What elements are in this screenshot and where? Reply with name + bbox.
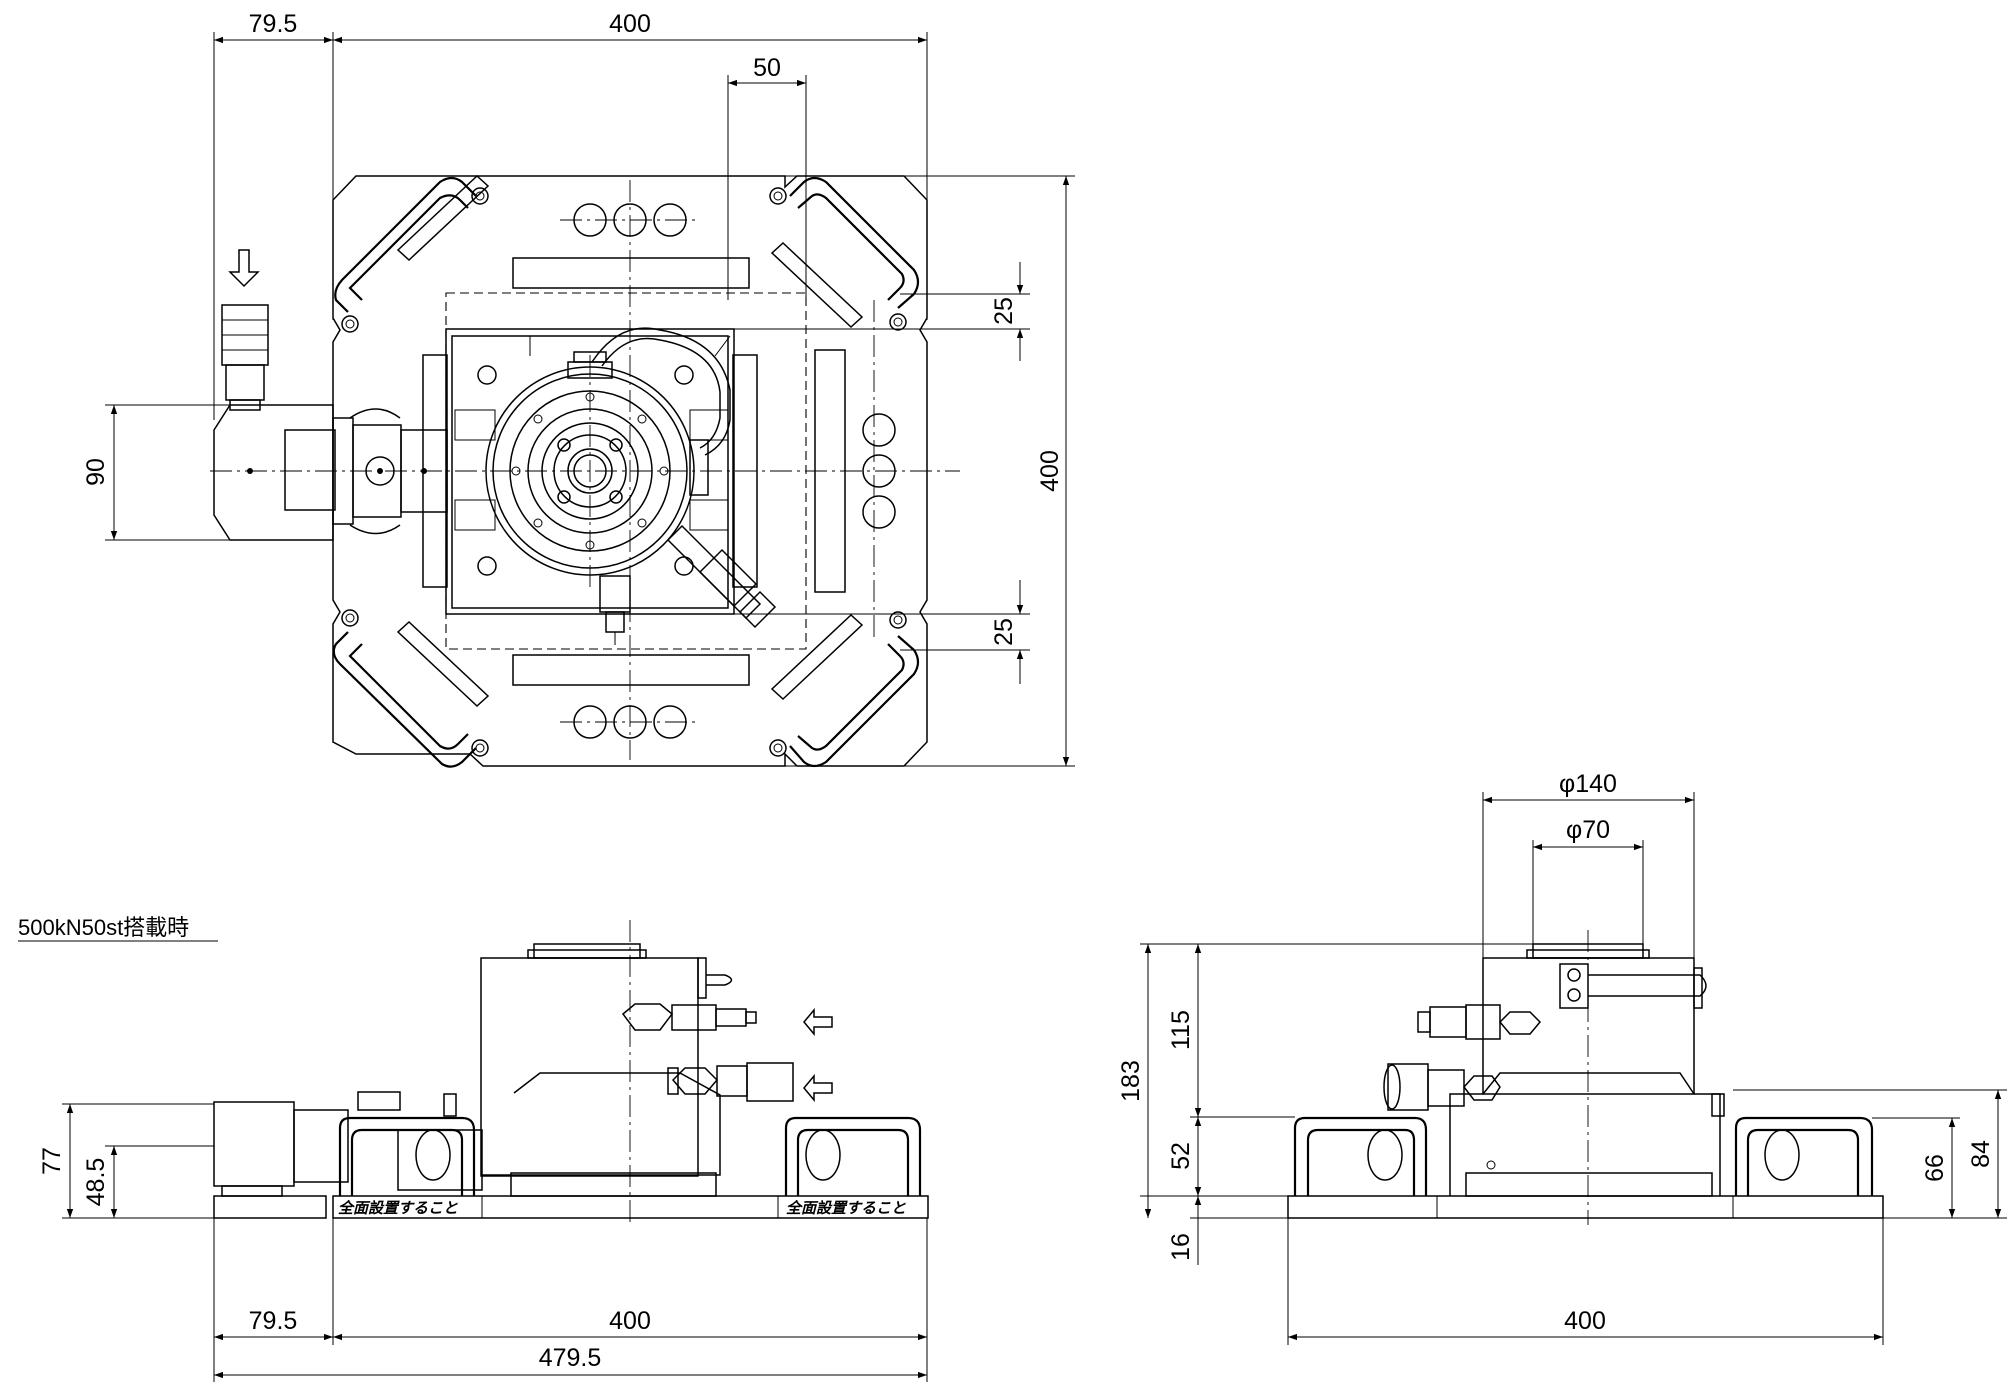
front-view: 全面設置すること 全面設置すること 77 48.5 79.5 400 479.5	[38, 920, 929, 1382]
front-handle-right	[784, 1116, 922, 1196]
flow-arrow-upper-icon	[803, 1007, 833, 1037]
side-dim-right-inner: 66	[1921, 1154, 1949, 1182]
side-dim-outer-dia: φ140	[1559, 770, 1617, 798]
side-dim-right-outer: 84	[1967, 1140, 1995, 1168]
front-dim-width: 400	[609, 1307, 651, 1335]
flow-arrow-down-icon	[228, 249, 260, 288]
side-coupler-upper	[1417, 1004, 1542, 1040]
front-coupler-lower	[667, 1062, 794, 1102]
handle-bottom-left	[332, 609, 489, 768]
bottom-hole-row	[560, 705, 700, 739]
left-coupler-vertical	[221, 304, 269, 411]
front-dim-offset: 79.5	[249, 1307, 298, 1335]
top-dim-slot: 50	[753, 54, 781, 82]
front-dim-port-height: 48.5	[82, 1158, 110, 1207]
side-dim-base: 52	[1167, 1142, 1195, 1170]
side-dim-inner-dia: φ70	[1566, 816, 1610, 844]
handle-top-left	[334, 176, 489, 333]
front-handle-left	[338, 1093, 483, 1196]
top-view: 79.5 400 50 400 25 25 90	[82, 10, 1075, 768]
top-dim-port: 90	[82, 458, 110, 486]
corner-slots	[396, 174, 864, 708]
side-view: φ140 φ70 183 115 52 16 84 66 400	[1117, 770, 2007, 1345]
left-port-block	[213, 404, 448, 541]
bottom-slot	[512, 654, 750, 686]
front-dim-total-width: 479.5	[539, 1344, 602, 1372]
side-handle-right	[1711, 1093, 1874, 1196]
front-coupler-upper	[621, 1003, 757, 1031]
base-plate-outline	[332, 175, 928, 767]
side-handle-left	[1293, 1116, 1428, 1196]
side-coupler-lower	[1383, 1063, 1501, 1111]
top-dim-edge-bottom: 25	[990, 618, 1018, 646]
top-hole-row	[560, 203, 700, 237]
side-dim-cylinder: 115	[1167, 1010, 1195, 1050]
handle-top-right	[769, 176, 920, 331]
side-dim-total: 183	[1117, 1060, 1145, 1102]
side-dim-width: 400	[1564, 1307, 1606, 1335]
coupler-bottom	[599, 575, 631, 645]
hose-tube	[591, 327, 731, 496]
view-caption: 500kN50st搭載時	[18, 915, 189, 940]
cylinder-top	[485, 351, 695, 587]
right-hole-column	[862, 413, 896, 529]
top-slot	[512, 257, 750, 289]
top-dim-width: 400	[609, 10, 651, 38]
handle-bottom-right	[769, 611, 920, 768]
side-dim-plate: 16	[1167, 1233, 1195, 1261]
top-dim-edge-top: 25	[990, 297, 1018, 325]
note-full-surface-left: 全面設置すること	[338, 1199, 458, 1217]
note-full-surface-right: 全面設置すること	[786, 1199, 906, 1217]
coupler-diagonal	[666, 524, 777, 629]
front-dim-total-height: 77	[38, 1147, 66, 1175]
top-dim-height: 400	[1036, 450, 1064, 492]
flow-arrow-lower-icon	[803, 1073, 833, 1103]
top-dim-offset: 79.5	[249, 10, 298, 38]
right-slot	[814, 349, 846, 593]
